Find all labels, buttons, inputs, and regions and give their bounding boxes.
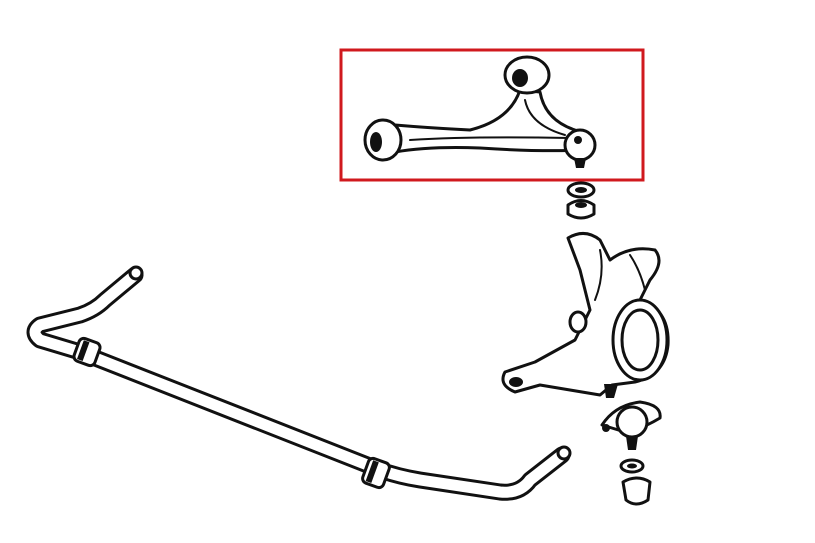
lower-boot-parts bbox=[619, 458, 652, 506]
highlight-box bbox=[339, 48, 645, 182]
lower-ball-joint bbox=[600, 400, 662, 450]
upper-boot-parts bbox=[566, 181, 596, 220]
steering-knuckle bbox=[501, 232, 670, 398]
sway-bar bbox=[26, 265, 572, 501]
sway-bar-bushing-left bbox=[72, 336, 102, 368]
sway-bar-bushing-right bbox=[361, 456, 391, 490]
upper-control-arm bbox=[363, 55, 597, 168]
